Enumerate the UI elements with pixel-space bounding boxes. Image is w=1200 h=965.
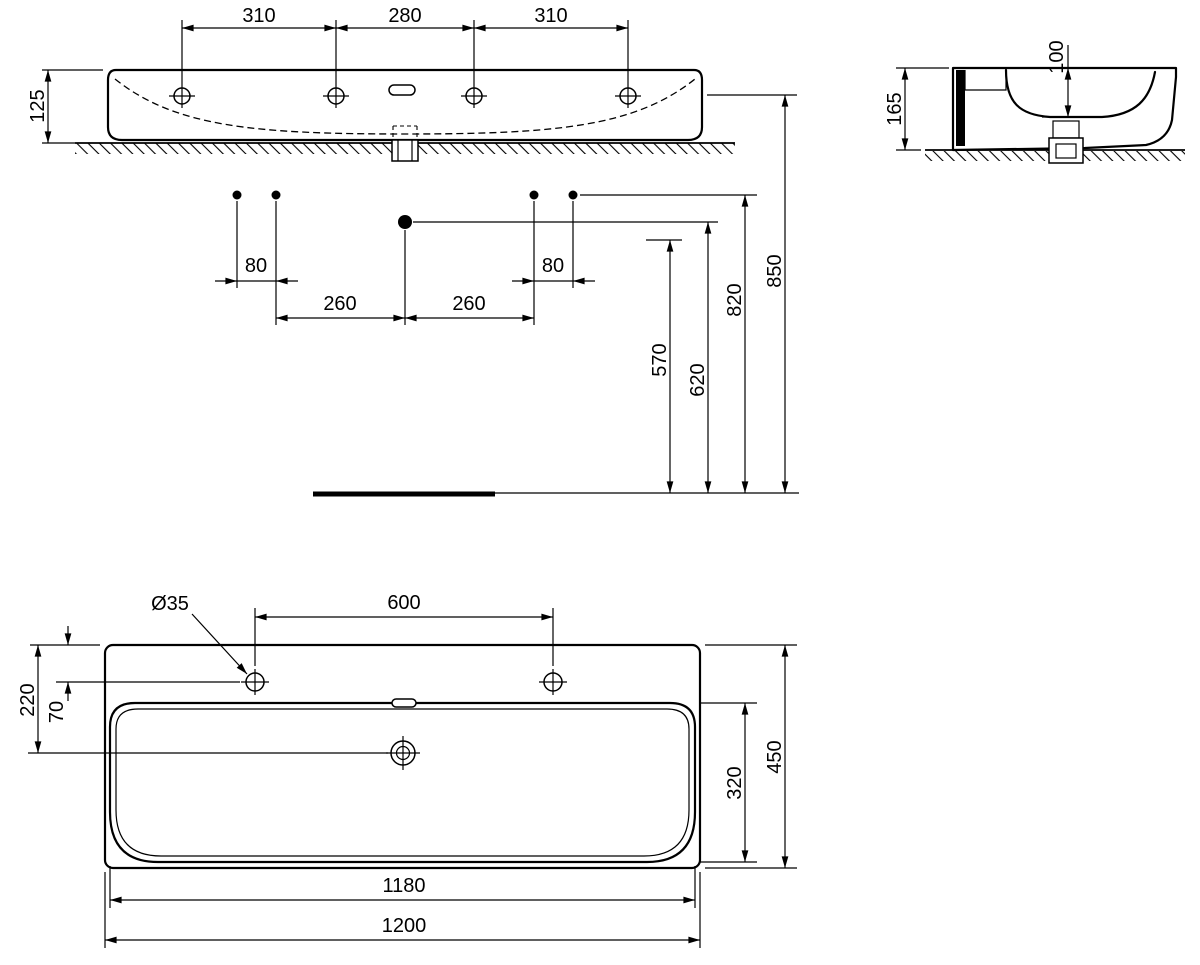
waste-trap xyxy=(391,139,419,162)
dim-rear-to-drain: 220 xyxy=(17,683,39,716)
dim-tap-span-center: 280 xyxy=(388,5,421,27)
plan-view-dimensions: Ø35 600 220 70 320 450 1180 xyxy=(17,592,797,948)
dim-fixing-pair-right: 80 xyxy=(542,255,564,277)
tap-hole-icon xyxy=(323,84,349,108)
tap-hole-icon xyxy=(169,84,195,108)
front-view xyxy=(75,68,735,162)
fixing-hole-dot xyxy=(232,190,242,200)
dim-fixing-pair-left: 80 xyxy=(245,255,267,277)
installation-points xyxy=(232,190,578,229)
dim-overall-depth: 450 xyxy=(764,740,786,773)
dim-tap-hole-spacing: 600 xyxy=(387,592,420,614)
tap-hole-icon xyxy=(241,669,269,695)
installation-dimensions: 80 80 260 260 570 620 820 850 xyxy=(215,94,799,497)
front-view-dimensions: 310 280 310 125 xyxy=(27,5,629,144)
side-view-dimensions: 165 100 xyxy=(884,40,1086,151)
drain-fitting xyxy=(1048,120,1084,164)
overflow-slot xyxy=(391,698,417,708)
side-view xyxy=(925,66,1185,164)
drain-point-dot xyxy=(398,215,412,229)
dim-rear-to-tap: 70 xyxy=(46,701,68,723)
dim-tap-hole-diameter: Ø35 xyxy=(151,593,189,615)
dim-overall-width: 1200 xyxy=(382,915,427,937)
dim-front-height: 125 xyxy=(27,89,49,122)
dim-height-fixing: 820 xyxy=(724,283,746,316)
dim-fixing-to-drain-left: 260 xyxy=(323,293,356,315)
dim-height-trap: 570 xyxy=(649,343,671,376)
dim-overall-height: 165 xyxy=(884,92,906,125)
tap-hole-icon xyxy=(461,84,487,108)
drain-icon xyxy=(386,736,420,770)
basin-inner-hidden-line xyxy=(114,78,696,135)
dim-tap-span-left: 310 xyxy=(242,5,275,27)
dim-height-rim: 850 xyxy=(764,254,786,287)
dim-bowl-depth: 100 xyxy=(1046,40,1068,73)
tap-hole-icon xyxy=(615,84,641,108)
fixing-hole-dot xyxy=(529,190,539,200)
dim-fixing-to-drain-right: 260 xyxy=(452,293,485,315)
dim-tap-span-right: 310 xyxy=(534,5,567,27)
leader-line xyxy=(191,613,248,675)
hidden-drain xyxy=(392,125,418,140)
overflow-slot xyxy=(388,84,416,96)
bowl-outline xyxy=(108,701,697,864)
tap-hole-icon xyxy=(539,669,567,695)
basin-plan-outline xyxy=(103,643,702,870)
bowl-inner-edge xyxy=(115,708,690,857)
dim-bowl-depth-plan: 320 xyxy=(724,766,746,799)
plan-view xyxy=(103,643,702,870)
dim-bowl-width: 1180 xyxy=(382,875,425,897)
back-wall-section xyxy=(956,70,965,146)
dim-height-drain: 620 xyxy=(687,363,709,396)
fixing-hole-dot xyxy=(568,190,578,200)
fixing-hole-dot xyxy=(271,190,281,200)
basin-front-outline xyxy=(106,68,704,142)
